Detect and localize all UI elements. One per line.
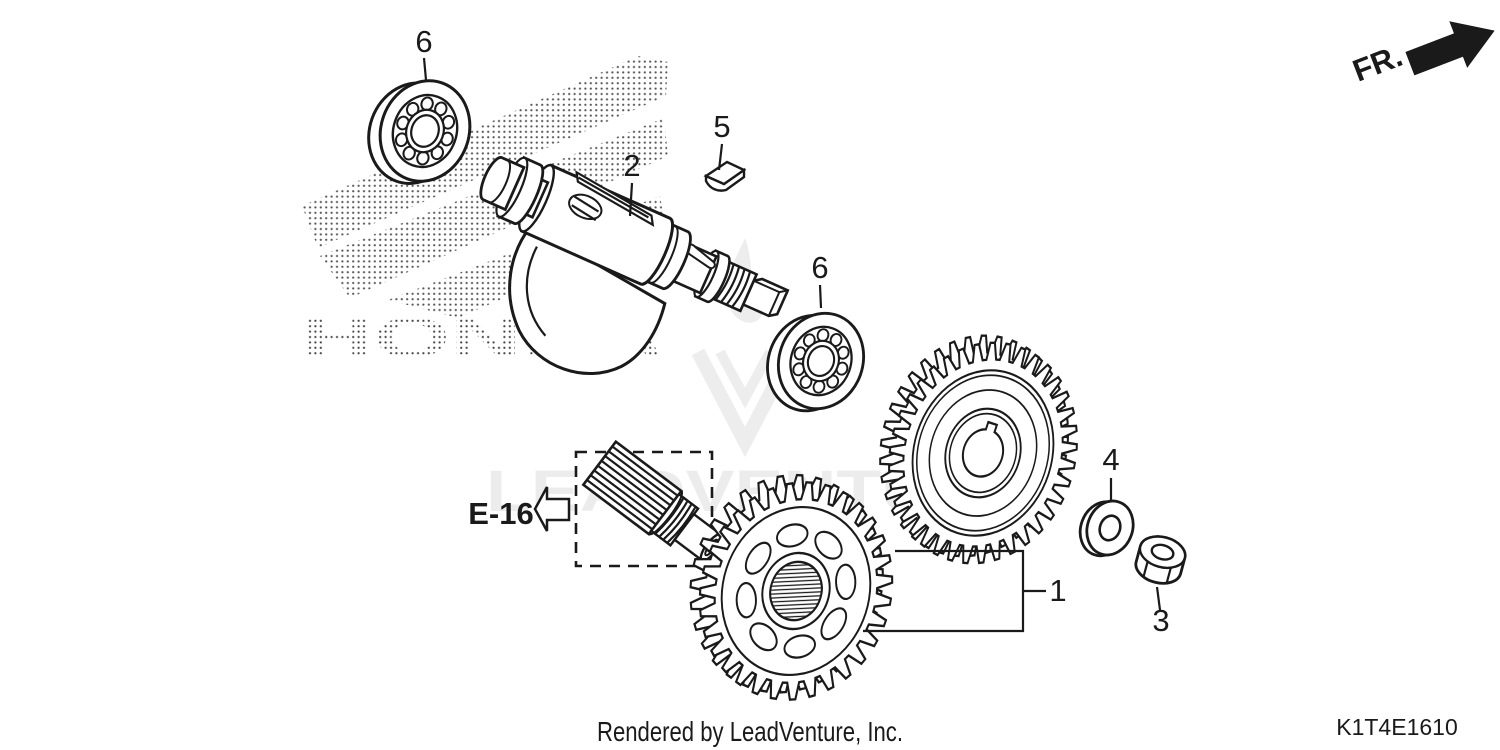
callout-6-left[interactable]: 6	[415, 24, 432, 59]
shaft-counterweight	[508, 224, 667, 375]
e16-label[interactable]: E-16	[468, 496, 533, 531]
e16-arrow-icon	[533, 486, 571, 532]
callout-5[interactable]: 5	[713, 109, 730, 144]
callout-2[interactable]: 2	[623, 148, 640, 183]
callout-6-right[interactable]: 6	[811, 250, 828, 285]
callout-1[interactable]: 1	[1049, 573, 1066, 608]
balancer-shaft	[479, 155, 790, 375]
balancer-gear-small	[689, 473, 894, 701]
callout-leader-lines	[422, 57, 1162, 633]
fr-arrow-icon	[1405, 21, 1495, 76]
fr-label: FR.	[1348, 38, 1407, 89]
e16-dashed-box	[574, 450, 714, 568]
diagram-code: K1T4E1610	[1336, 714, 1457, 740]
gear-bore-keyway	[961, 420, 1005, 478]
callout-4[interactable]: 4	[1102, 442, 1119, 477]
nut	[1134, 535, 1187, 585]
e16-reference[interactable]: E-16	[468, 439, 732, 573]
front-direction-indicator: FR.	[1348, 21, 1495, 89]
spline-shaft-end	[581, 439, 724, 562]
rendered-by-text: Rendered by LeadVenture, Inc.	[597, 716, 903, 747]
gear-spline-bore	[769, 560, 823, 622]
gear-lightening-holes	[735, 523, 857, 659]
balancer-gear-large	[879, 334, 1078, 565]
bearing-right	[752, 296, 879, 428]
washer	[1078, 499, 1135, 558]
woodruff-key	[703, 160, 747, 192]
callout-3[interactable]: 3	[1152, 603, 1169, 638]
